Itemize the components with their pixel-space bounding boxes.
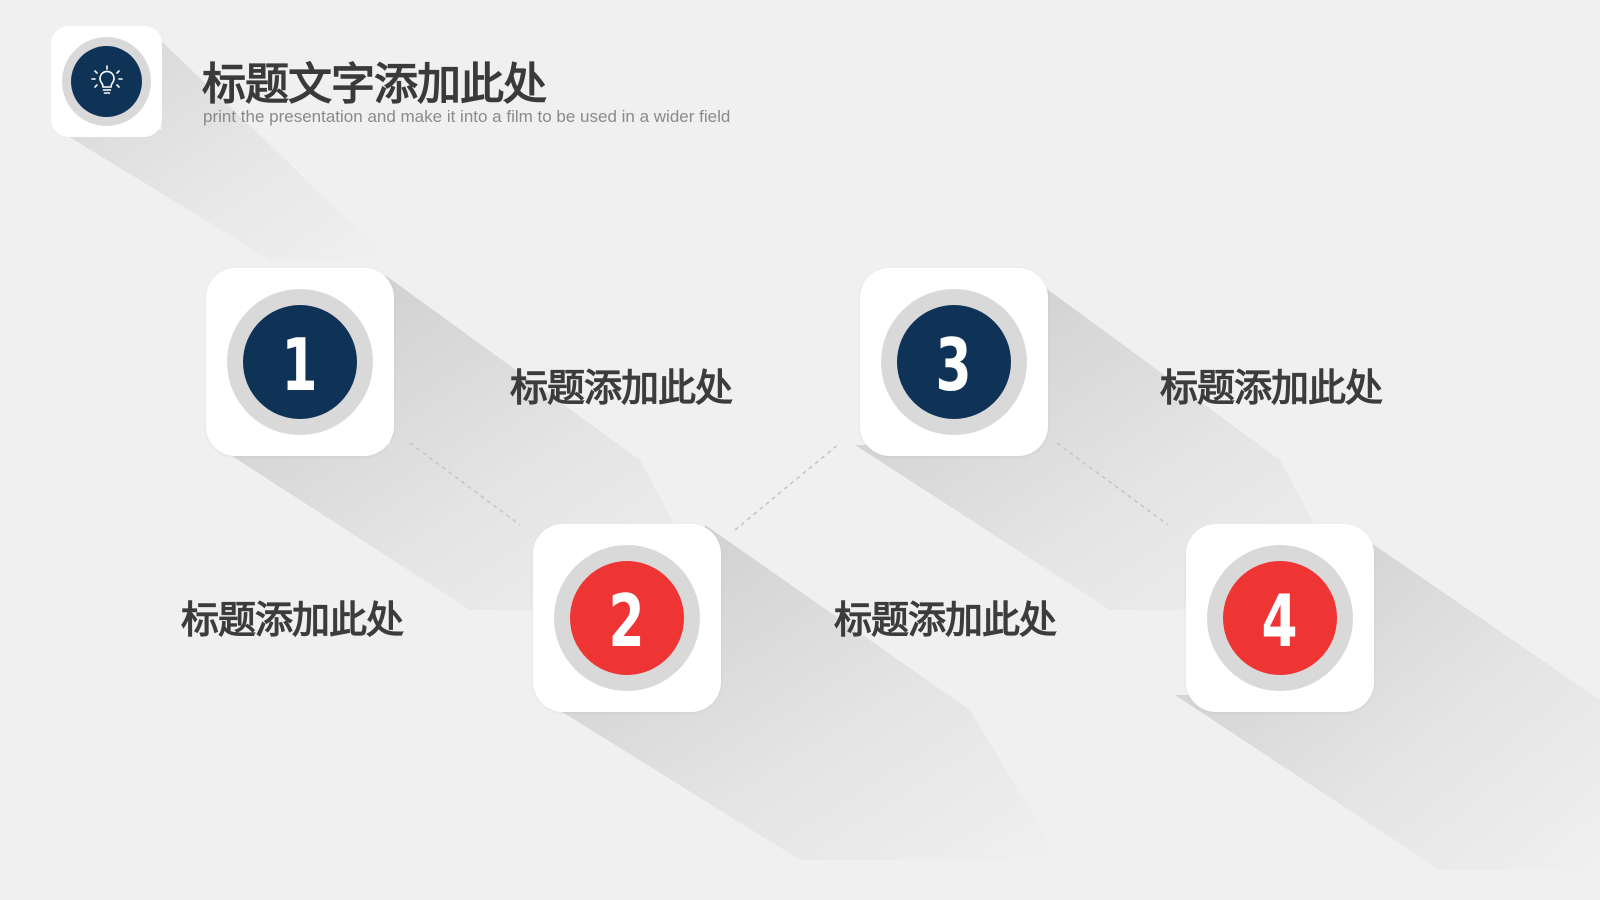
header-icon-tile: [51, 26, 162, 137]
header-icon-ring: [62, 37, 151, 126]
step-3-badge: 3: [897, 305, 1011, 419]
step-1-ring: 1: [227, 289, 373, 435]
step-1-number: 1: [281, 323, 319, 407]
step-3-number: 3: [935, 323, 973, 407]
step-2-ring: 2: [554, 545, 700, 691]
step-4-number: 4: [1261, 579, 1299, 663]
header-icon-disc: [71, 46, 142, 117]
lightbulb-icon: [90, 64, 123, 94]
step-4-label: 标题添加此处: [834, 598, 1057, 642]
step-1-tile: 1: [206, 268, 394, 456]
page-title: 标题文字添加此处: [202, 59, 547, 110]
step-4-tile: 4: [1186, 524, 1374, 712]
step-4-ring: 4: [1207, 545, 1353, 691]
step-3-tile: 3: [860, 268, 1048, 456]
step-2-number: 2: [608, 579, 646, 663]
page-subtitle: print the presentation and make it into …: [203, 107, 731, 126]
step-1-label: 标题添加此处: [510, 366, 733, 410]
step-4-badge: 4: [1223, 561, 1337, 675]
step-2-label: 标题添加此处: [181, 598, 404, 642]
step-3-label: 标题添加此处: [1160, 366, 1383, 410]
step-2-badge: 2: [570, 561, 684, 675]
step-3-ring: 3: [881, 289, 1027, 435]
connector-1-2: [409, 442, 521, 526]
step-2-tile: 2: [533, 524, 721, 712]
connector-2-3: [734, 442, 841, 531]
step-1-badge: 1: [243, 305, 357, 419]
connector-3-4: [1056, 442, 1169, 526]
